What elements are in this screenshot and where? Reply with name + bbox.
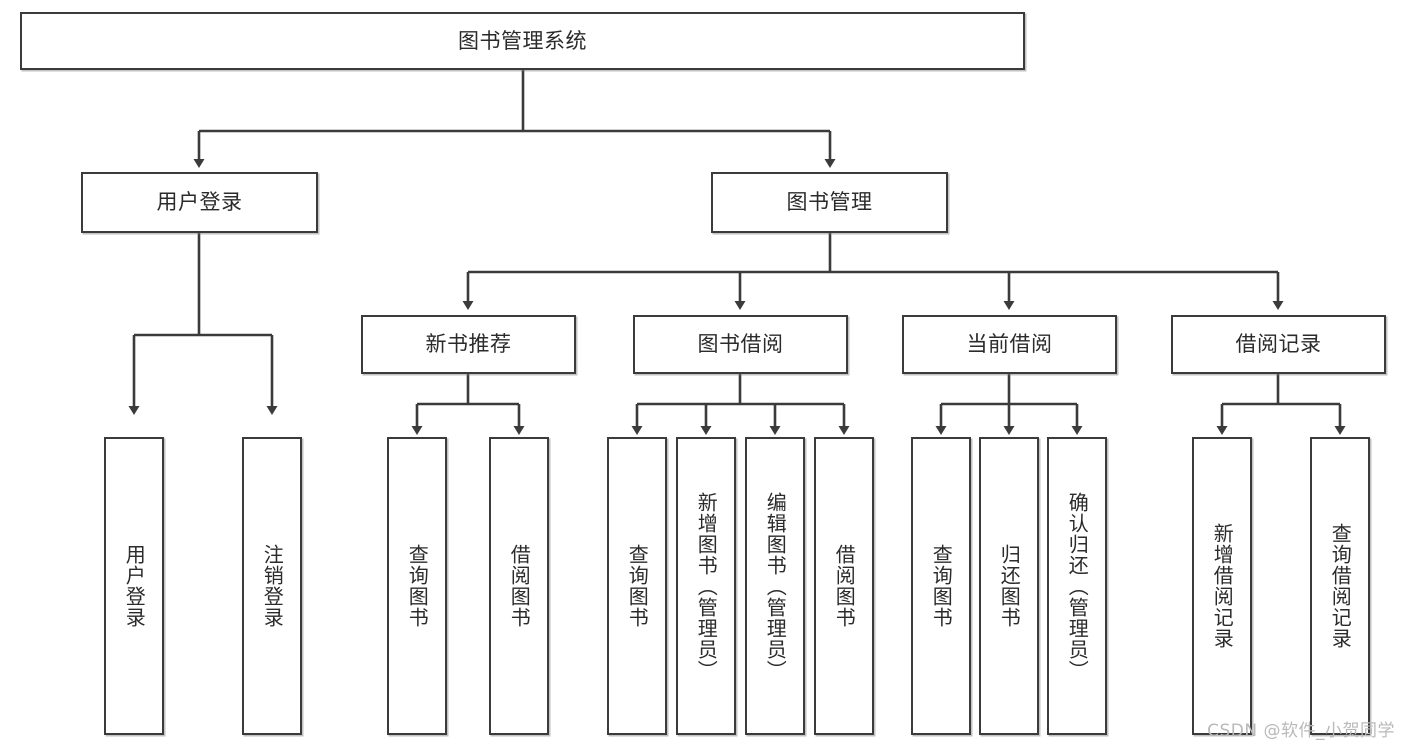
node-book-borrow[interactable]: 图书借阅 — [633, 315, 848, 374]
leaf-query-book-c-label: 查询图书 — [929, 544, 954, 628]
leaf-edit-book-label: 编辑图书（管理员） — [763, 491, 788, 681]
watermark-text: CSDN @软件_小贺同学 — [1207, 721, 1395, 741]
leaf-query-borrow-record[interactable]: 查询借阅记录 — [1310, 437, 1370, 735]
leaf-borrow-book-b[interactable]: 借阅图书 — [814, 437, 874, 735]
leaf-add-book-label: 新增图书（管理员） — [694, 491, 719, 681]
node-current-borrow[interactable]: 当前借阅 — [902, 315, 1117, 374]
leaf-return-book-label: 归还图书 — [997, 544, 1022, 628]
node-root[interactable]: 图书管理系统 — [20, 12, 1025, 70]
node-book-borrow-label: 图书借阅 — [697, 332, 784, 357]
node-book-management-label: 图书管理 — [786, 190, 873, 215]
leaf-borrow-book-a[interactable]: 借阅图书 — [489, 437, 549, 735]
leaf-user-login-label: 用户登录 — [122, 544, 147, 628]
node-book-management[interactable]: 图书管理 — [711, 172, 948, 233]
node-new-book-recommendation-label: 新书推荐 — [425, 332, 512, 357]
leaf-user-logout[interactable]: 注销登录 — [242, 437, 302, 735]
leaf-add-borrow-record[interactable]: 新增借阅记录 — [1192, 437, 1252, 735]
leaf-add-book[interactable]: 新增图书（管理员） — [676, 437, 736, 735]
leaf-add-borrow-record-label: 新增借阅记录 — [1210, 523, 1235, 649]
leaf-query-borrow-record-label: 查询借阅记录 — [1328, 523, 1353, 649]
leaf-user-logout-label: 注销登录 — [260, 544, 285, 628]
node-root-label: 图书管理系统 — [458, 28, 587, 53]
leaf-query-book-b[interactable]: 查询图书 — [607, 437, 667, 735]
leaf-user-login[interactable]: 用户登录 — [104, 437, 164, 735]
node-new-book-recommendation[interactable]: 新书推荐 — [361, 315, 576, 374]
node-borrow-record[interactable]: 借阅记录 — [1171, 315, 1386, 374]
leaf-confirm-return[interactable]: 确认归还（管理员） — [1047, 437, 1107, 735]
node-user-login[interactable]: 用户登录 — [81, 172, 318, 233]
leaf-query-book-a-label: 查询图书 — [405, 544, 430, 628]
leaf-query-book-b-label: 查询图书 — [625, 544, 650, 628]
node-current-borrow-label: 当前借阅 — [966, 332, 1053, 357]
leaf-return-book[interactable]: 归还图书 — [979, 437, 1039, 735]
node-user-login-label: 用户登录 — [156, 190, 243, 215]
node-borrow-record-label: 借阅记录 — [1235, 332, 1322, 357]
leaf-borrow-book-a-label: 借阅图书 — [507, 544, 532, 628]
leaf-confirm-return-label: 确认归还（管理员） — [1065, 491, 1090, 681]
leaf-query-book-a[interactable]: 查询图书 — [387, 437, 447, 735]
leaf-query-book-c[interactable]: 查询图书 — [911, 437, 971, 735]
leaf-edit-book[interactable]: 编辑图书（管理员） — [745, 437, 805, 735]
leaf-borrow-book-b-label: 借阅图书 — [832, 544, 857, 628]
